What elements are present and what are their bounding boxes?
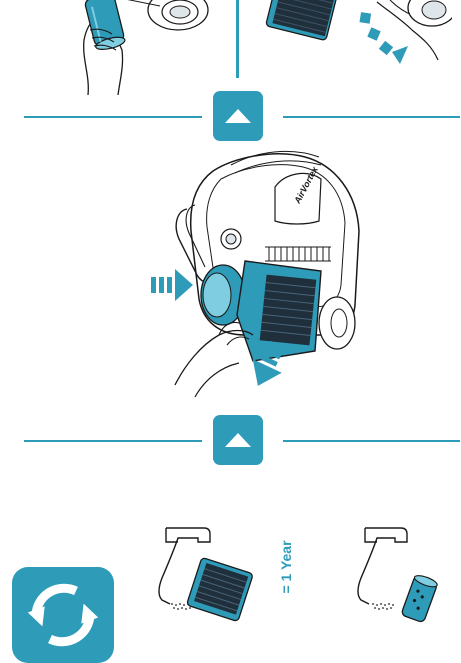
step-divider-line-right xyxy=(283,116,460,118)
chevron-up-icon xyxy=(223,107,253,125)
hand-holding-cylinder-filter-illustration xyxy=(60,0,210,95)
top-left-panel xyxy=(60,0,210,95)
step-divider-line-right xyxy=(283,440,460,442)
vacuum-cleaner-illustration xyxy=(135,135,385,405)
step-badge xyxy=(213,91,263,141)
step-divider-line-left xyxy=(24,116,202,118)
faucet-cylinder-filter-illustration xyxy=(345,520,440,630)
top-right-panel xyxy=(262,0,452,95)
replacement-interval-label: = 1 Year xyxy=(275,537,297,597)
vacuum-filter-removal-illustration xyxy=(135,135,385,405)
faucet-flat-filter-illustration xyxy=(148,520,263,630)
removing-flat-filter-illustration xyxy=(262,0,452,95)
refresh-cycle-icon xyxy=(12,567,114,663)
step-divider-line-left xyxy=(24,440,202,442)
top-divider xyxy=(236,0,239,78)
chevron-up-icon xyxy=(223,431,253,449)
step-badge xyxy=(213,415,263,465)
